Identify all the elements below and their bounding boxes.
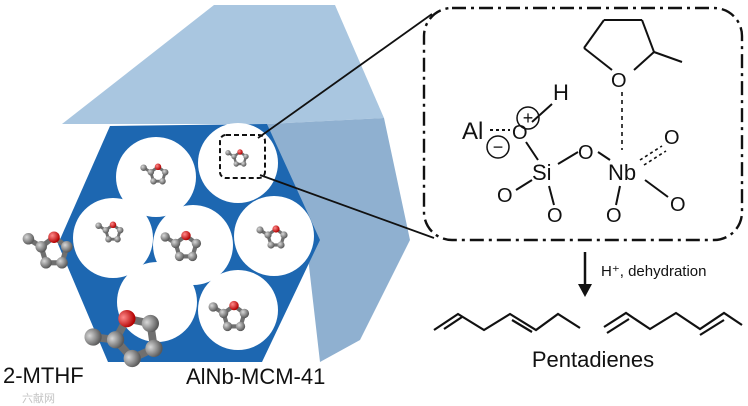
- positive-charge-circle: [516, 106, 540, 130]
- zoom-line: [257, 13, 433, 139]
- silicon-atom: Si: [532, 160, 552, 185]
- double-bond: [639, 145, 663, 161]
- silanol-oxygen-atom: O: [547, 205, 563, 227]
- positive-charge: +: [523, 108, 534, 128]
- prism-side-face: [267, 118, 410, 362]
- mthf-structure: [583, 19, 683, 71]
- watermark: 六献网: [22, 391, 55, 405]
- pore: [234, 196, 314, 276]
- hydrogen-atom: H: [553, 80, 569, 105]
- bond: [525, 141, 539, 161]
- zoom-line: [259, 174, 435, 239]
- active-site-box: [422, 6, 744, 242]
- reaction-condition: H⁺, dehydration: [601, 263, 706, 280]
- negative-charge: −: [493, 137, 504, 157]
- aluminum-atom: Al: [462, 118, 483, 145]
- bond: [548, 185, 555, 206]
- silanol-oxygen-atom: O: [497, 185, 513, 207]
- unconjugated-pentadiene: [603, 311, 743, 336]
- niobyl-oxygen-atom: O: [664, 127, 680, 149]
- bond: [644, 179, 669, 198]
- nb-oxygen-atom: O: [670, 194, 686, 216]
- double-bond: [643, 150, 667, 166]
- product-label: Pentadienes: [532, 347, 654, 372]
- bond: [597, 151, 611, 161]
- zoom-callout: [219, 13, 435, 239]
- negative-charge-circle: [486, 135, 510, 159]
- bond: [557, 151, 579, 165]
- conjugated-pentadiene: [433, 312, 581, 333]
- bond: [531, 103, 553, 123]
- ring-oxygen-atom: O: [611, 70, 627, 92]
- prism-top-face: [62, 5, 384, 124]
- bond: [515, 179, 533, 191]
- niobium-atom: Nb: [608, 160, 636, 185]
- active-site-panel: O Al H + − O Si O O O Nb O O O: [422, 6, 744, 242]
- pore: [116, 137, 196, 217]
- material-label: AlNb-MCM-41: [186, 364, 325, 389]
- bond: [615, 185, 621, 206]
- hydroxyl-oxygen-atom: O: [512, 122, 528, 144]
- bridging-oxygen-atom: O: [578, 142, 594, 164]
- reaction-arrow: H⁺, dehydration: [578, 252, 706, 297]
- nb-oxygen-atom: O: [606, 205, 622, 227]
- molecule-label: 2-MTHF: [3, 363, 84, 388]
- pore: [117, 262, 197, 342]
- zoom-box: [219, 134, 266, 179]
- pentadiene-structures: [433, 311, 743, 336]
